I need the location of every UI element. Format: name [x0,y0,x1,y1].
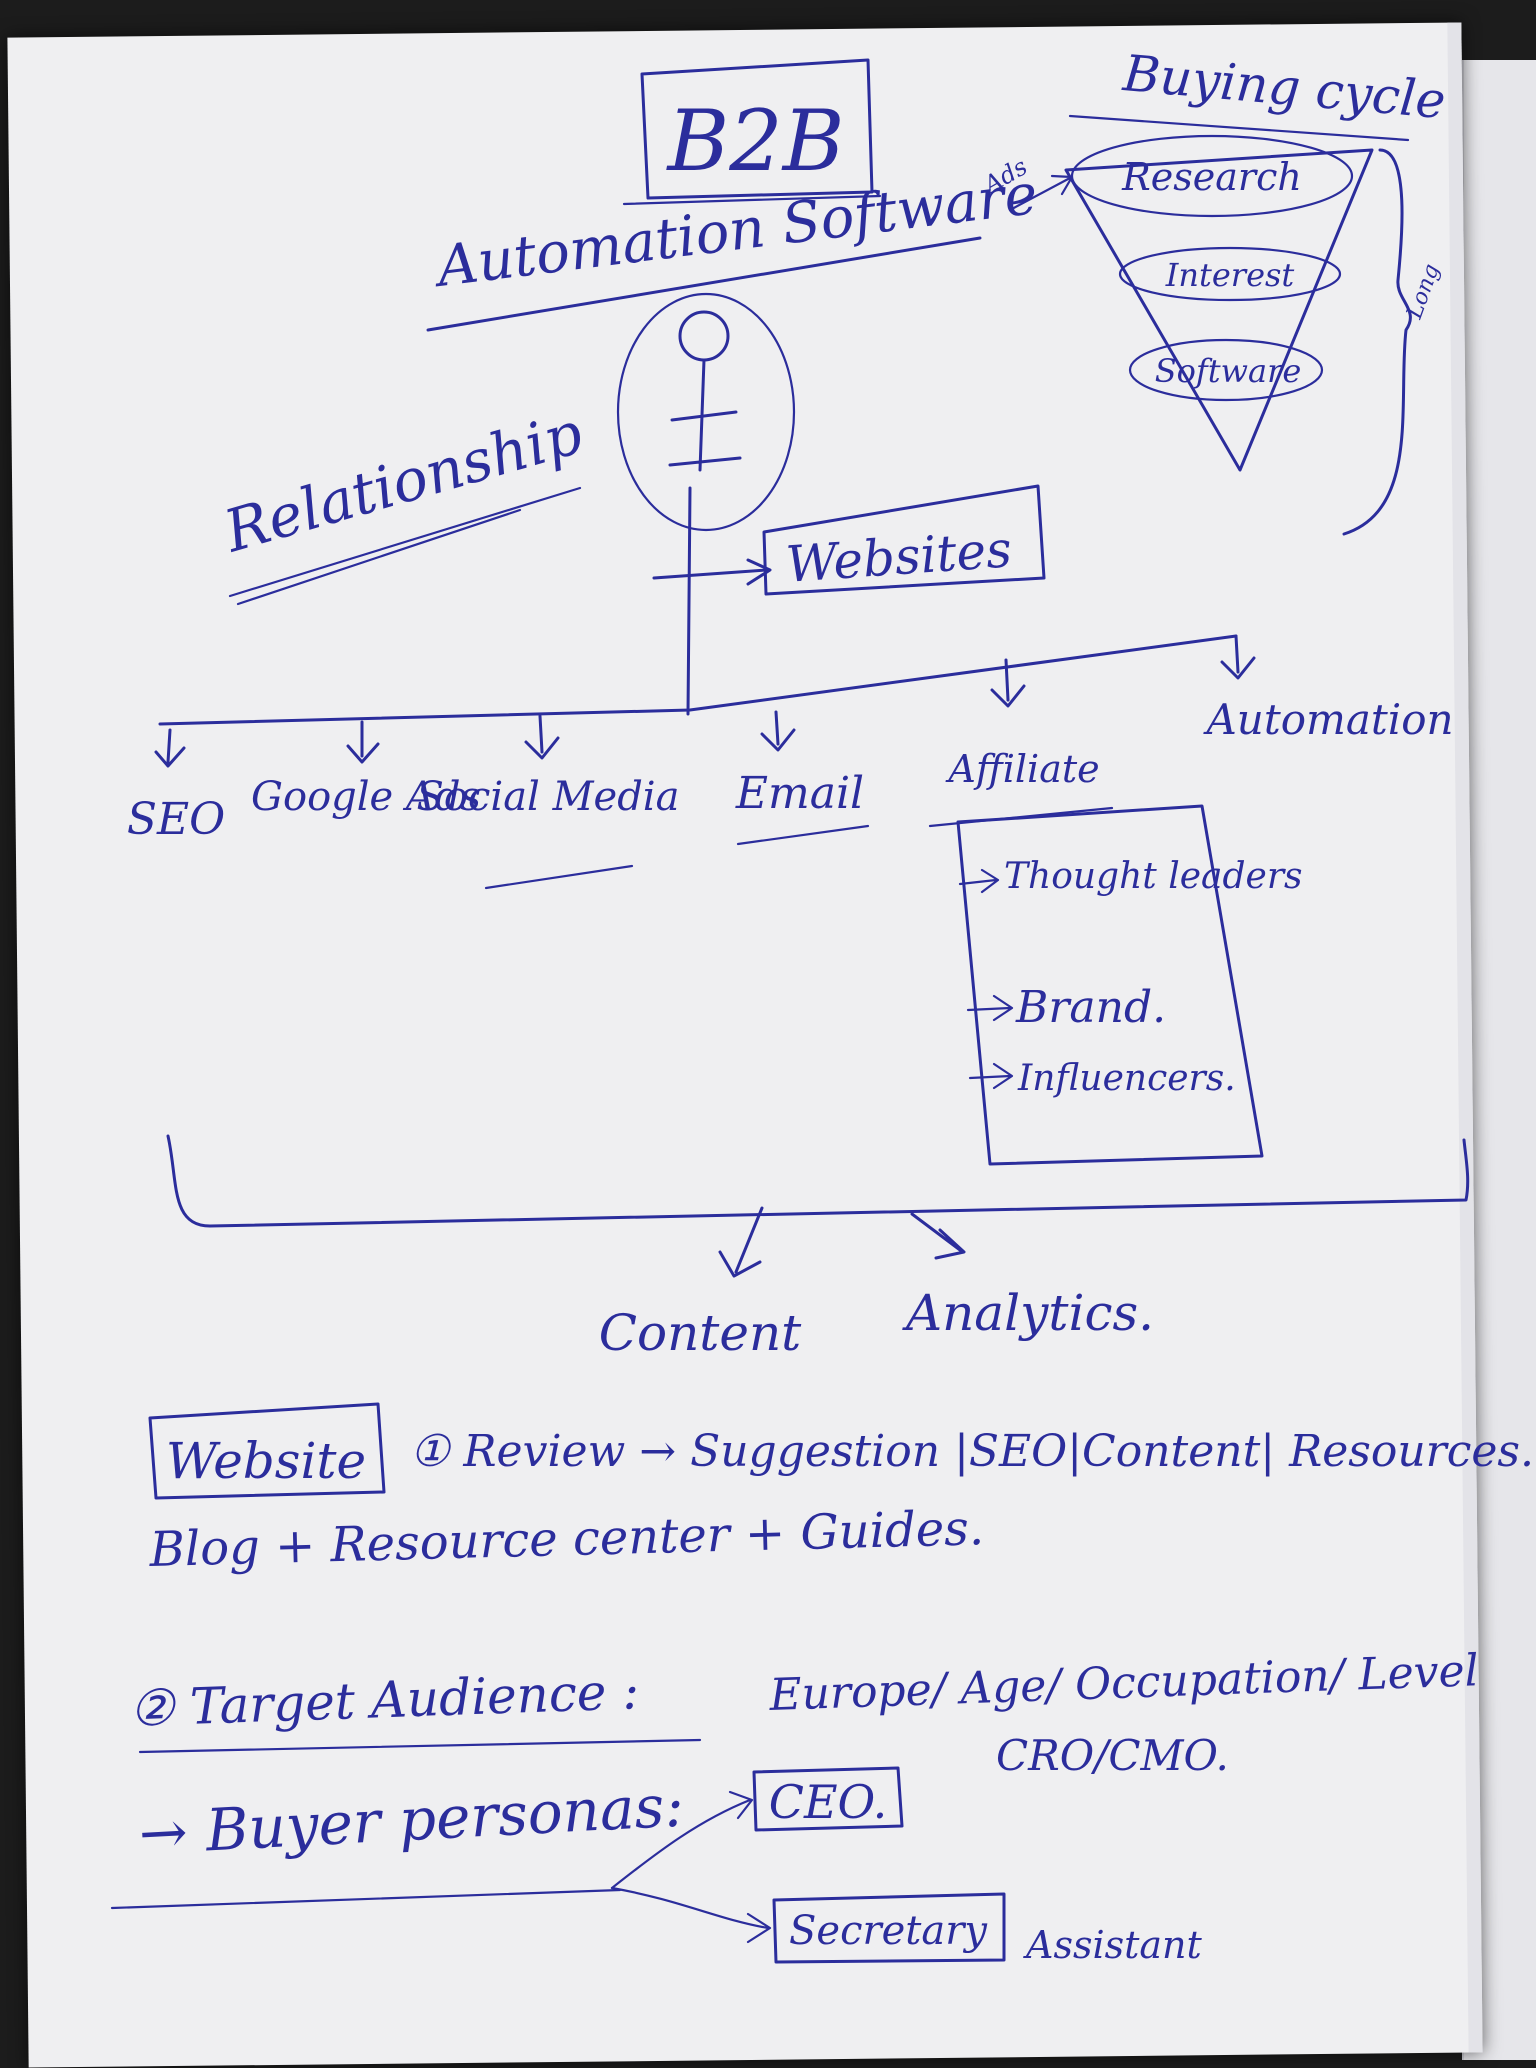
target-label: ② Target Audience : [128,1662,640,1738]
arrow-social [524,714,560,760]
stage-software-label: Software [1155,352,1302,390]
arrow-brand [966,994,1014,1022]
ceo-box [752,1766,904,1832]
figure-head [678,310,730,362]
persona-underline [110,1888,622,1910]
websites-group: Websites [652,484,1046,716]
figure-circle [616,292,796,532]
relationship-underline [228,486,582,606]
persona-ceo: CEO. [769,1775,887,1829]
secretary-box [772,1892,1006,1964]
arrow-google [346,720,380,764]
affiliate-thought-leaders: Thought leaders [1004,856,1303,897]
stage-research-label: Research [1121,155,1302,199]
channel-affiliate: Affiliate [945,747,1099,791]
channel-google-ads: Google Ads [251,774,481,820]
collect-bracket [166,1134,1470,1228]
buying-cycle-title: Buying cycle [1120,44,1448,130]
subtitle-underline [426,236,982,332]
arrow-automation [1220,634,1256,680]
arrow-content [718,1206,764,1278]
websites-box [762,484,1046,596]
buying-cycle-underline [1068,114,1410,142]
target-details-2: CRO/CMO. [996,1731,1229,1780]
website-line-1: ① Review → Suggestion |SEO|Content| Reso… [410,1426,1534,1477]
affiliate-box-group: Thought leaders Brand. Influencers. [956,804,1303,1166]
stage-interest-oval [1118,246,1342,302]
cycle-brace [1342,148,1412,536]
affiliate-brand: Brand. [1015,982,1166,1033]
arrow-analytics [910,1212,966,1260]
stage-software-oval [1128,338,1324,402]
website-line-2: Blog + Resource center + Guides. [148,1500,985,1578]
target-details-1: Europe/ Age/ Occupation/ Level [768,1645,1480,1721]
customer-figure-group [616,292,796,532]
social-underline [484,864,634,890]
arrow-secretary [610,1886,772,1944]
persona-assistant: Assistant [1023,1923,1202,1967]
figure-body [668,358,742,472]
channel-email: Email [735,768,864,819]
websites-arrow [652,558,772,586]
channel-social-media: Social Media [417,774,680,820]
buying-cycle-group: Buying cycle Ads Research Interest Softw… [977,44,1448,536]
output-analytics: Analytics. [902,1284,1154,1342]
title-text: B2B [666,92,845,190]
outputs-group: Content Analytics. [166,1134,1470,1362]
title-box-underline [622,194,882,206]
affiliate-box [956,804,1264,1166]
persona-label: → Buyer personas: [137,1772,685,1868]
channels-group: SEO Google Ads Social Media Email Affili… [127,634,1454,890]
target-underline [138,1738,702,1754]
website-box [148,1402,386,1500]
relationship-group: Relationship [216,399,590,606]
persona-section: → Buyer personas: CEO. Secretary Assista… [110,1766,1202,1967]
arrow-ceo [610,1790,754,1890]
channel-seo: SEO [127,794,225,845]
target-section: ② Target Audience : Europe/ Age/ Occupat… [128,1645,1479,1780]
stage-research-oval [1070,134,1354,218]
arrow-thought [958,868,1000,894]
trunk-line [686,486,692,716]
arrow-influencers [968,1062,1014,1090]
title-group: B2B [622,58,882,206]
arrow-affiliate [990,658,1026,708]
relationship-label: Relationship [216,399,590,566]
affiliate-influencers: Influencers. [1017,1058,1236,1099]
website-section: Website ① Review → Suggestion |SEO|Conte… [148,1402,1534,1578]
channels-bar [158,634,1238,726]
output-content: Content [599,1304,802,1362]
title-box [640,58,874,200]
funnel-shape [1064,148,1374,472]
long-label: Long [1402,261,1445,323]
arrow-email [760,710,796,752]
persona-secretary: Secretary [789,1908,988,1954]
stage-interest-label: Interest [1165,256,1295,294]
channel-automation: Automation [1202,695,1453,744]
website-box-label: Website [166,1432,366,1490]
arrow-seo [154,728,186,768]
email-underline [736,824,870,846]
